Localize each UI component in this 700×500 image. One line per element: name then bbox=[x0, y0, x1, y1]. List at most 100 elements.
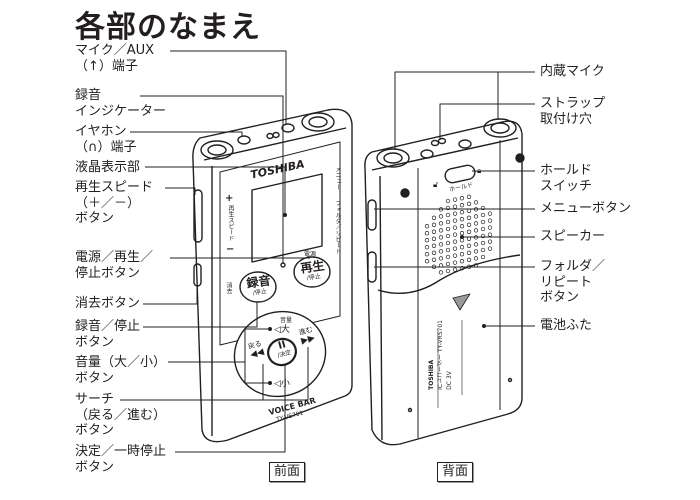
speaker-hole bbox=[438, 214, 444, 219]
label-menu-button: メニューボタン bbox=[540, 201, 632, 216]
speaker-hole bbox=[480, 205, 486, 211]
label-enter-pause-button: 決定／一時停止 ボタン bbox=[75, 444, 167, 475]
speaker-hole bbox=[473, 256, 479, 261]
speaker-hole bbox=[452, 218, 458, 223]
speaker-hole bbox=[452, 204, 458, 209]
speaker-hole bbox=[452, 253, 458, 258]
volume-up-label: 大 bbox=[280, 325, 290, 335]
speaker-hole bbox=[438, 228, 444, 233]
speaker-hole bbox=[424, 245, 430, 250]
speaker-hole bbox=[480, 212, 486, 218]
mic-jack-icon bbox=[281, 123, 295, 133]
rec-stop-button[interactable]: 録音 /停止 bbox=[243, 273, 275, 298]
speaker-hole bbox=[452, 239, 458, 244]
speed-label: 再生スピード bbox=[227, 205, 234, 241]
speaker-hole bbox=[480, 247, 486, 253]
lock-icon: 🔒︎ bbox=[477, 166, 482, 175]
menu-button-icon bbox=[367, 199, 377, 231]
speaker-hole bbox=[438, 256, 444, 261]
speaker-hole bbox=[459, 245, 465, 250]
speaker-hole bbox=[466, 257, 472, 262]
speaker-hole bbox=[487, 232, 493, 237]
speaker-hole bbox=[445, 254, 451, 260]
back-mic-right-icon bbox=[483, 118, 517, 138]
label-erase-button: 消去ボタン bbox=[75, 296, 141, 311]
speaker-hole bbox=[445, 212, 451, 218]
speaker-hole bbox=[438, 242, 444, 247]
speaker-icon: ◁ bbox=[274, 325, 281, 335]
speaker-hole bbox=[445, 247, 451, 253]
play-stop-button[interactable]: 再生 /停止 bbox=[297, 258, 329, 283]
speaker-hole bbox=[445, 240, 451, 246]
earphone-jack-icon bbox=[237, 135, 251, 145]
speaker-hole bbox=[480, 233, 486, 239]
label-mic-aux-jack: マイク／AUX （↑）端子 bbox=[75, 43, 155, 74]
speaker-hole bbox=[487, 225, 493, 230]
rec-button bbox=[239, 271, 277, 303]
speaker-hole bbox=[473, 221, 479, 226]
speaker-hole bbox=[424, 252, 430, 257]
volume-up-button[interactable]: ◁大 bbox=[274, 322, 290, 335]
unlock-icon: 🔓︎ bbox=[433, 180, 439, 189]
folder-label: フォルダ／リピート bbox=[334, 200, 341, 254]
control-ring bbox=[233, 310, 327, 398]
speaker-hole bbox=[431, 250, 437, 255]
power-label: 電源 bbox=[304, 251, 317, 258]
speaker-hole bbox=[438, 270, 444, 275]
speaker-icon: ◁ bbox=[274, 379, 281, 389]
speaker-hole bbox=[438, 221, 444, 226]
speaker-hole bbox=[480, 240, 486, 246]
speaker-hole bbox=[466, 243, 472, 248]
label-lcd: 液晶表示部 bbox=[75, 160, 141, 175]
leader-lines-front bbox=[120, 50, 310, 453]
speaker-hole bbox=[438, 235, 444, 240]
front-device bbox=[192, 108, 353, 443]
speaker-hole bbox=[480, 226, 486, 232]
speaker-hole bbox=[473, 200, 479, 205]
speaker-hole bbox=[473, 242, 479, 247]
speaker-hole bbox=[452, 225, 458, 230]
label-volume-button: 音量（大／小） ボタン bbox=[75, 355, 167, 386]
speaker-hole bbox=[459, 217, 465, 222]
speaker-grill bbox=[424, 194, 493, 275]
speaker-hole bbox=[445, 198, 451, 204]
speaker-hole bbox=[473, 249, 479, 254]
speaker-hole bbox=[452, 246, 458, 251]
speaker-hole bbox=[466, 194, 472, 199]
speaker-hole bbox=[452, 197, 458, 202]
play-button bbox=[293, 256, 331, 288]
leader-lines-back bbox=[374, 71, 535, 327]
speaker-hole bbox=[445, 268, 451, 274]
speaker-hole bbox=[466, 250, 472, 255]
label-speed-button: 再生スピード （＋／－） ボタン bbox=[75, 180, 154, 226]
speaker-hole bbox=[431, 243, 437, 248]
speaker-hole bbox=[452, 267, 458, 272]
battery-label-text: TOSHIBA ICレコーダー TY-VRS701 DC 3V bbox=[427, 320, 454, 390]
speaker-hole bbox=[480, 219, 486, 225]
mic-left-icon bbox=[200, 140, 234, 160]
caption-back: 背面 bbox=[437, 462, 474, 482]
back-mic-left-icon bbox=[376, 148, 410, 168]
speaker-hole bbox=[445, 219, 451, 225]
label-search-button: サーチ （戻る／進む） ボタン bbox=[75, 392, 167, 438]
pause-button bbox=[267, 337, 297, 367]
label-power-play-stop: 電源／再生／ 停止ボタン bbox=[75, 250, 154, 281]
speaker-hole bbox=[424, 231, 430, 236]
speaker-hole bbox=[459, 252, 465, 257]
speaker-hole bbox=[459, 259, 465, 264]
speaker-hole bbox=[431, 257, 437, 262]
speaker-hole bbox=[445, 205, 451, 211]
speaker-hole bbox=[424, 259, 430, 264]
label-builtin-mic: 内蔵マイク bbox=[540, 64, 605, 79]
battery-voltage: DC 3V bbox=[446, 371, 453, 390]
volume-down-button[interactable]: ◁小 bbox=[274, 376, 290, 389]
speaker-hole bbox=[459, 210, 465, 215]
speaker-hole bbox=[459, 224, 465, 229]
speaker-hole bbox=[424, 224, 430, 229]
speaker-hole bbox=[445, 226, 451, 232]
back-device bbox=[364, 118, 525, 446]
speaker-hole bbox=[459, 196, 465, 201]
label-rec-indicator: 録音 インジケーター bbox=[75, 88, 167, 119]
speaker-hole bbox=[459, 203, 465, 208]
speaker-hole bbox=[452, 232, 458, 237]
